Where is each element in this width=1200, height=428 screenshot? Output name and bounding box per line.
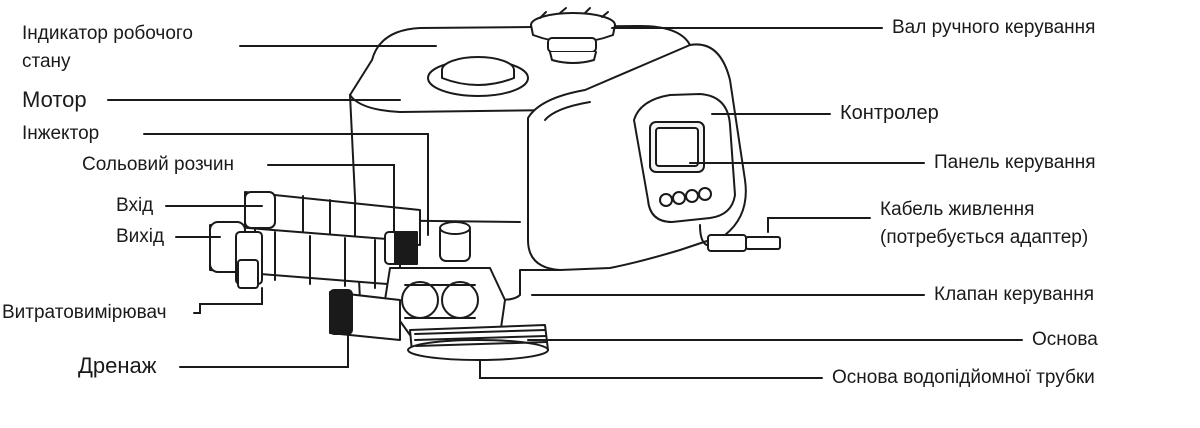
- label-power-cable-line2: (потребується адаптер): [880, 227, 1089, 248]
- label-controller: Контролер: [840, 102, 939, 124]
- label-flowmeter: Витратовимірювач: [2, 302, 167, 323]
- control-panel: [633, 93, 736, 223]
- manual-knob: [530, 7, 616, 64]
- label-outlet: Вихід: [116, 226, 165, 247]
- injector: [439, 221, 471, 262]
- leader-riser-base: [479, 359, 823, 379]
- drain-pipe: [329, 289, 401, 341]
- leader-brine: [267, 164, 395, 233]
- label-manual-shaft: Вал ручного керування: [892, 17, 1096, 38]
- label-inlet: Вхід: [116, 195, 154, 216]
- leader-power-cable: [767, 217, 871, 233]
- label-drain: Дренаж: [78, 353, 157, 378]
- control-valve: [384, 267, 506, 336]
- label-brine: Сольовий розчин: [82, 154, 235, 175]
- leader-drain: [179, 333, 349, 368]
- label-power-cable-line1: Кабель живлення: [880, 199, 1035, 220]
- label-motor: Мотор: [22, 87, 87, 112]
- flowmeter-fitting: [237, 259, 259, 289]
- brine-port: [384, 231, 418, 265]
- label-indicator-line1: Індикатор робочого: [22, 23, 193, 44]
- label-control-valve: Клапан керування: [934, 284, 1095, 305]
- label-indicator-line2: стану: [22, 51, 71, 72]
- label-riser-base: Основа водопідйомної трубки: [832, 367, 1095, 388]
- valve-base: [407, 324, 549, 361]
- label-control-panel: Панель керування: [934, 152, 1096, 173]
- leader-injector: [143, 133, 429, 236]
- status-indicator: [427, 56, 529, 97]
- label-injector: Інжектор: [22, 123, 100, 144]
- power-plug: [707, 234, 781, 252]
- leader-flowmeter: [193, 287, 263, 314]
- label-base: Основа: [1032, 329, 1098, 350]
